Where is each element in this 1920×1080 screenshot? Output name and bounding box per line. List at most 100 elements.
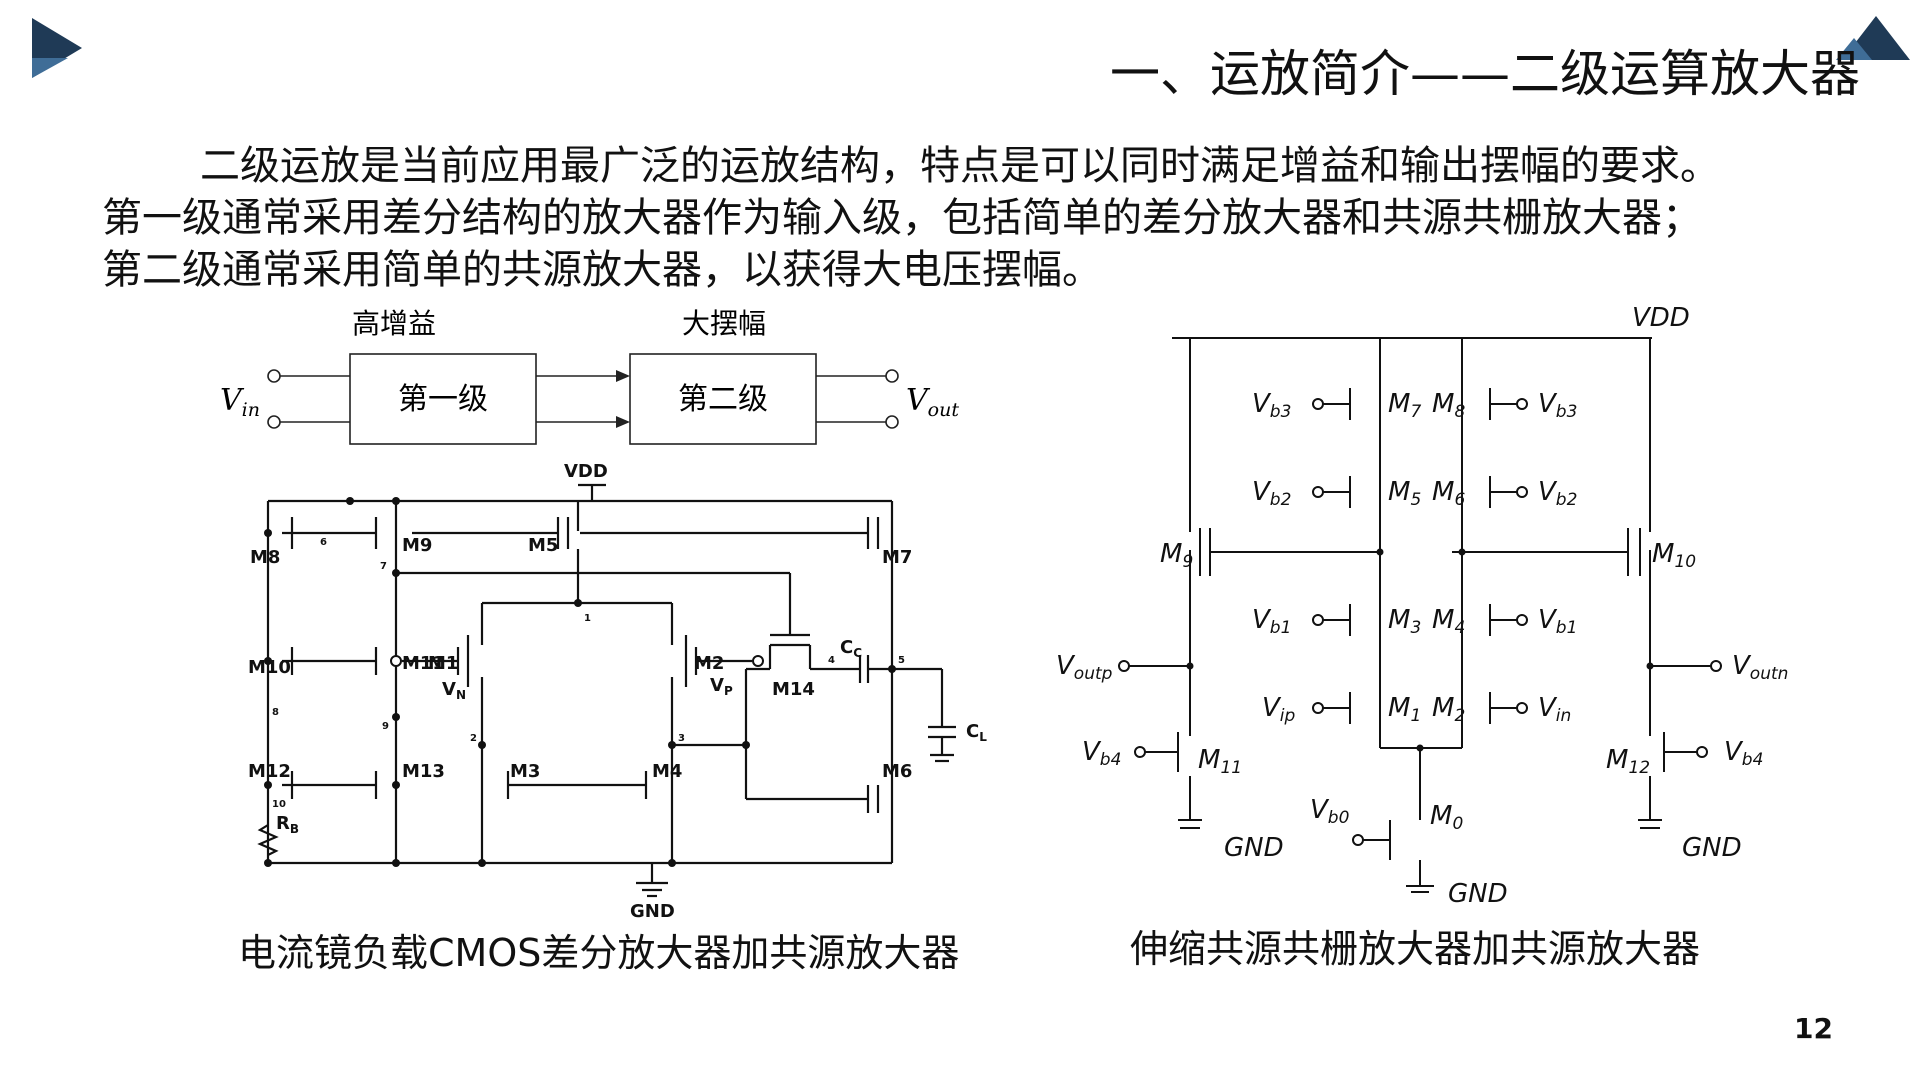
- lc-rb-sub: B: [290, 822, 299, 836]
- rc-m1-sub: 1: [1410, 706, 1421, 726]
- rc-m3: M: [1388, 605, 1410, 635]
- svg-text:RB: RB: [276, 813, 299, 836]
- svg-text:Vb3: Vb3: [1252, 389, 1291, 422]
- rc-vb3-r-sub: b3: [1556, 402, 1578, 422]
- rc-m5: M: [1388, 477, 1410, 507]
- lc-vn: V: [442, 679, 456, 700]
- lc-m1: M1: [428, 653, 458, 674]
- rc-vb2-l-sub: b2: [1270, 490, 1292, 510]
- lc-n4: 4: [828, 655, 835, 666]
- rc-m8: M: [1432, 389, 1454, 419]
- svg-text:M3: M3: [1388, 605, 1421, 638]
- rc-m11-sub: 11: [1220, 758, 1242, 778]
- rc-m0-sub: 0: [1452, 814, 1463, 834]
- input-label: V: [220, 383, 245, 418]
- lc-m10: M10: [248, 657, 291, 678]
- lc-cc-sub: C: [853, 646, 862, 660]
- lc-vn-sub: N: [456, 688, 466, 702]
- rc-m2-sub: 2: [1454, 706, 1465, 726]
- page-title: 一、运放简介——二级运算放大器: [1110, 45, 1860, 103]
- svg-text:M12: M12: [1606, 745, 1650, 778]
- svg-text:Vb0: Vb0: [1310, 795, 1349, 828]
- output-sub: out: [928, 399, 960, 421]
- lc-n5: 5: [898, 655, 905, 666]
- rc-m12-sub: 12: [1628, 758, 1650, 778]
- svg-text:VP: VP: [710, 675, 733, 698]
- lc-cl-sub: L: [979, 730, 987, 744]
- rc-gnd-left: GND: [1224, 833, 1284, 863]
- rc-vin: V: [1538, 693, 1558, 723]
- rc-vb4-l-sub: b4: [1100, 750, 1122, 770]
- lc-vp: V: [710, 675, 724, 696]
- rc-m7: M: [1388, 389, 1410, 419]
- rc-voutn: V: [1732, 651, 1752, 681]
- rc-voutn-sub: outn: [1750, 664, 1789, 684]
- rc-vb4-l: V: [1082, 737, 1102, 767]
- right-circuit-diagram: VDD Vb3 Vb3 Vb2 Vb2 Vb1 Vb1 Vip Vin Vout…: [1056, 303, 1788, 909]
- stage2-label: 第二级: [678, 382, 768, 417]
- paragraph-line-3: 第二级通常采用简单的共源放大器，以获得大电压摆幅。: [102, 247, 1102, 293]
- left-circuit-diagram: VDD GND M8 M9 M5 M7 M10 M11 M1 M2 M12 M1…: [248, 461, 987, 922]
- body-paragraph: 二级运放是当前应用最广泛的运放结构，特点是可以同时满足增益和输出摆幅的要求。 第…: [102, 140, 1822, 296]
- rc-vip-sub: ip: [1280, 706, 1296, 726]
- rc-voutp-sub: outp: [1074, 664, 1113, 684]
- lc-n2: 2: [470, 733, 477, 744]
- lc-vp-sub: P: [724, 684, 733, 698]
- rc-vb2-l: V: [1252, 477, 1272, 507]
- svg-text:Voutn: Voutn: [1732, 651, 1788, 684]
- svg-text:M11: M11: [1198, 745, 1242, 778]
- rc-m12: M: [1606, 745, 1628, 775]
- rc-vb3-r: V: [1538, 389, 1558, 419]
- rc-voutp: V: [1056, 651, 1076, 681]
- page-number: 12: [1794, 1012, 1833, 1045]
- rc-m4-sub: 4: [1454, 618, 1465, 638]
- lc-n9: 9: [382, 721, 389, 732]
- stage1-label: 第一级: [398, 382, 488, 417]
- svg-text:M10: M10: [1652, 539, 1696, 572]
- output-label: V: [906, 383, 931, 418]
- lc-m11: M11: [402, 653, 445, 674]
- gain-label-1: 高增益: [352, 307, 436, 340]
- lc-m12: M12: [248, 761, 291, 782]
- lc-m6: M6: [882, 761, 912, 782]
- logo-right-icon: [1836, 16, 1910, 60]
- logo-left-icon: [32, 18, 82, 78]
- lc-m3: M3: [510, 761, 540, 782]
- svg-text:M2: M2: [1432, 693, 1465, 726]
- lc-m7: M7: [882, 547, 912, 568]
- lc-gnd: GND: [630, 901, 675, 922]
- rc-vb2-r: V: [1538, 477, 1558, 507]
- lc-n10: 10: [272, 799, 286, 810]
- svg-text:Vb4: Vb4: [1724, 737, 1763, 770]
- rc-vb4-r-sub: b4: [1742, 750, 1764, 770]
- block-diagram: 高增益 大摆幅 第一级 第二级 Vin Vout: [220, 307, 959, 445]
- gain-label-2: 大摆幅: [682, 307, 766, 340]
- rc-m10: M: [1652, 539, 1674, 569]
- right-figure-caption: 伸缩共源共栅放大器加共源放大器: [1130, 927, 1701, 971]
- lc-m8: M8: [250, 547, 280, 568]
- rc-m1: M: [1388, 693, 1410, 723]
- rc-vin-sub: in: [1556, 706, 1572, 726]
- rc-vb4-r: V: [1724, 737, 1744, 767]
- svg-text:Vin: Vin: [220, 383, 260, 421]
- rc-m6-sub: 6: [1454, 490, 1465, 510]
- rc-m9: M: [1160, 539, 1182, 569]
- svg-text:Vb4: Vb4: [1082, 737, 1121, 770]
- rc-vdd: VDD: [1632, 303, 1690, 333]
- rc-m11: M: [1198, 745, 1220, 775]
- lc-rb: R: [276, 813, 290, 834]
- svg-text:CL: CL: [966, 721, 987, 744]
- left-figure-caption: 电流镜负载CMOS差分放大器加共源放大器: [238, 931, 960, 975]
- svg-text:M8: M8: [1432, 389, 1465, 422]
- rc-vb0-sub: b0: [1328, 808, 1350, 828]
- lc-cc: C: [840, 637, 853, 658]
- lc-n1: 1: [584, 613, 591, 624]
- svg-text:M5: M5: [1388, 477, 1421, 510]
- svg-text:Vb1: Vb1: [1252, 605, 1291, 638]
- lc-n7: 7: [380, 561, 387, 572]
- rc-vb3-l: V: [1252, 389, 1272, 419]
- svg-text:Vb1: Vb1: [1538, 605, 1577, 638]
- lc-m14: M14: [772, 679, 815, 700]
- rc-vb1-l-sub: b1: [1270, 618, 1292, 638]
- svg-text:Vout: Vout: [906, 383, 959, 421]
